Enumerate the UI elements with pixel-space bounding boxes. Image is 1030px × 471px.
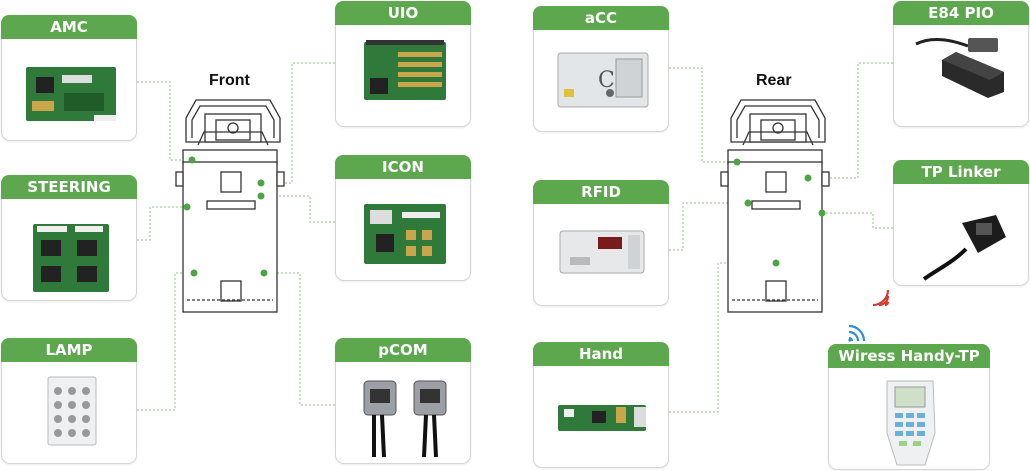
front-dot-lamp xyxy=(190,269,198,277)
card-title: Hand xyxy=(533,342,669,366)
rear-dot-acc xyxy=(733,158,741,166)
acc-controller-image: C xyxy=(557,52,649,108)
front-dot-steering xyxy=(183,203,191,211)
uio-board-image xyxy=(364,40,446,100)
card-rfid: RFID xyxy=(533,180,669,306)
hand-board-image xyxy=(558,405,646,431)
card-title: aCC xyxy=(533,6,669,30)
tp-linker-image xyxy=(922,215,1006,281)
card-pcom: pCOM xyxy=(335,338,471,464)
wireless-signal-icon-red xyxy=(872,289,890,307)
rear-dot-hand xyxy=(772,259,780,267)
steering-board-image xyxy=(33,224,109,292)
card-title: TP Linker xyxy=(893,160,1029,184)
card-amc: AMC xyxy=(1,15,137,141)
card-title: E84 PIO xyxy=(893,1,1029,25)
card-tplinker: TP Linker xyxy=(893,160,1029,286)
card-title: Wiress Handy-TP xyxy=(828,344,990,368)
rfid-reader-image xyxy=(559,230,645,274)
card-uio: UIO xyxy=(335,1,471,127)
card-e84: E84 PIO xyxy=(893,1,1029,127)
card-title: AMC xyxy=(1,15,137,39)
card-steering: STEERING xyxy=(1,175,137,301)
card-lamp: LAMP xyxy=(1,338,137,464)
card-title: UIO xyxy=(335,1,471,25)
front-dot-pcom xyxy=(260,269,268,277)
svg-text:C: C xyxy=(598,68,615,93)
rear-dot-e84 xyxy=(804,174,812,182)
lamp-board-image xyxy=(47,376,97,446)
handy-tp-image xyxy=(886,380,936,466)
rear-label: Rear xyxy=(756,72,792,89)
card-title: RFID xyxy=(533,180,669,204)
card-title: LAMP xyxy=(1,338,137,362)
card-title: pCOM xyxy=(335,338,471,362)
icon-board-image xyxy=(364,204,446,264)
card-icon: ICON xyxy=(335,155,471,281)
front-dot-uio xyxy=(257,179,265,187)
front-dot-amc xyxy=(188,156,196,164)
front-dot-icon xyxy=(257,192,265,200)
wireless-signal-icon xyxy=(848,324,866,342)
card-title: STEERING xyxy=(1,175,137,199)
front-label: Front xyxy=(209,72,250,89)
card-hand: Hand xyxy=(533,342,669,468)
card-acc: aCC C xyxy=(533,6,669,132)
rear-dot-tplinker xyxy=(818,209,826,217)
amc-board-image xyxy=(26,67,116,121)
rear-vehicle-drawing xyxy=(720,99,830,313)
front-vehicle-drawing xyxy=(175,99,285,313)
e84-pio-image xyxy=(915,38,1004,98)
card-title: ICON xyxy=(335,155,471,179)
pcom-connector-image xyxy=(363,380,447,458)
card-handytp: Wiress Handy-TP xyxy=(828,344,990,470)
rear-dot-rfid xyxy=(744,199,752,207)
